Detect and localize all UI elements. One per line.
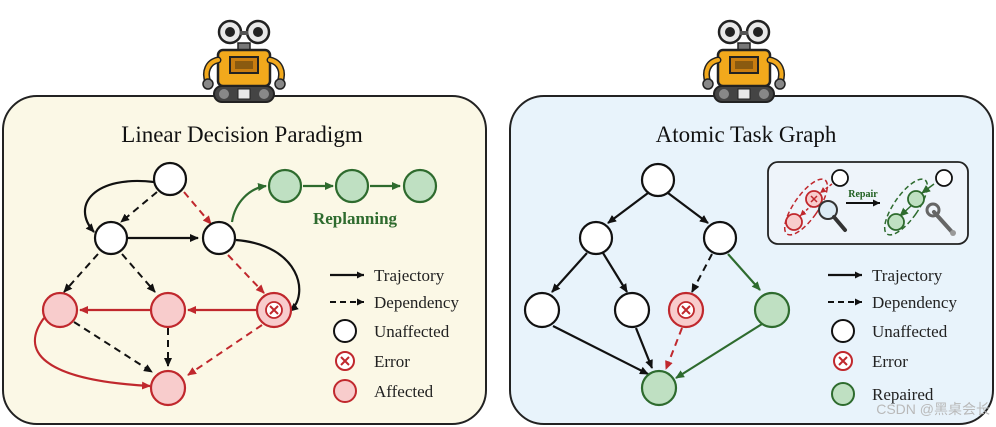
- left-panel-title: Linear Decision Paradigm: [121, 122, 363, 147]
- legend-trajectory-label: Trajectory: [374, 266, 445, 285]
- node-unaffected: [93, 220, 129, 256]
- node-replanned: [267, 168, 303, 204]
- legend-trajectory-label: Trajectory: [872, 266, 943, 285]
- node-affected: [41, 291, 79, 329]
- left-graph-nodes: [41, 161, 438, 407]
- node-affected: [149, 291, 187, 329]
- node-unaffected: [523, 291, 561, 329]
- legend-affected-marker: [333, 379, 357, 403]
- node-unaffected: [201, 220, 237, 256]
- repair-inset: Repair: [767, 161, 969, 245]
- node-unaffected: [578, 220, 614, 256]
- wrench-icon: [925, 202, 956, 236]
- node-unaffected: [613, 291, 651, 329]
- node-replanned: [402, 168, 438, 204]
- node-error: [255, 291, 293, 329]
- legend-affected-label: Affected: [374, 382, 434, 401]
- left-graph-edges: [33, 179, 401, 390]
- legend-dependency-label: Dependency: [872, 293, 957, 312]
- legend-error-label: Error: [374, 352, 410, 371]
- node-affected: [149, 369, 187, 407]
- node-replanned: [334, 168, 370, 204]
- legend-unaffected-label: Unaffected: [872, 322, 948, 341]
- legend-unaffected-marker: [831, 319, 855, 343]
- robot-icon: [703, 21, 785, 102]
- robot-icon: [203, 21, 285, 102]
- repair-label: Repair: [848, 189, 878, 200]
- left-legend: Trajectory Dependency Unaffected Error A…: [330, 266, 459, 403]
- magnifier-icon: [818, 200, 847, 232]
- node-repaired: [753, 291, 791, 329]
- legend-unaffected-marker: [333, 319, 357, 343]
- right-graph-edges: [551, 192, 763, 379]
- legend-error-label: Error: [872, 352, 908, 371]
- right-panel-title: Atomic Task Graph: [656, 122, 837, 147]
- legend-repaired-marker: [831, 382, 855, 406]
- node-repaired: [640, 369, 678, 407]
- node-unaffected: [152, 161, 188, 197]
- legend-unaffected-label: Unaffected: [374, 322, 450, 341]
- right-legend: Trajectory Dependency Unaffected Error R…: [828, 266, 957, 406]
- legend-repaired-label: Repaired: [872, 385, 934, 404]
- watermark: CSDN @黑桌会长: [876, 401, 990, 417]
- node-unaffected: [640, 162, 676, 198]
- right-graph-nodes: [523, 162, 791, 407]
- legend-dependency-label: Dependency: [374, 293, 459, 312]
- node-unaffected: [702, 220, 738, 256]
- node-error: [667, 291, 705, 329]
- replanning-label: Replanning: [313, 209, 398, 228]
